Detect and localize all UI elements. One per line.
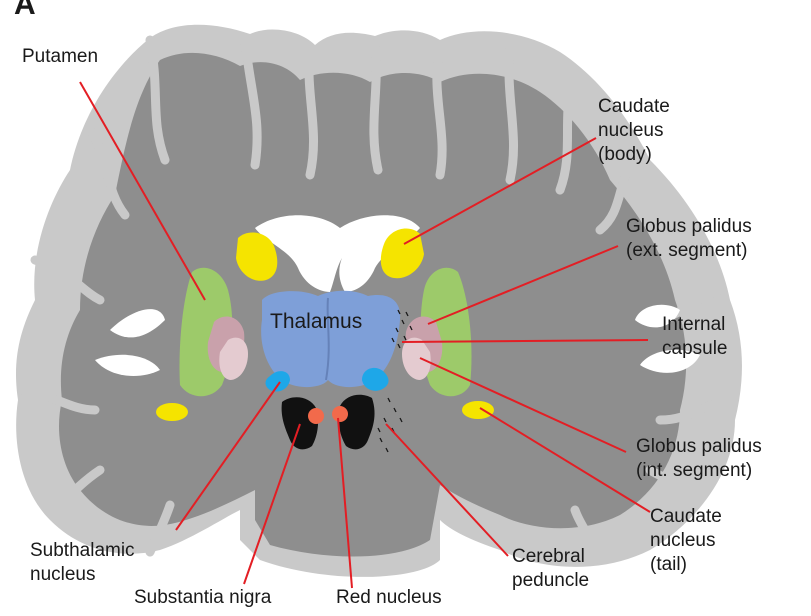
panel-letter: A xyxy=(14,0,36,21)
label-caudate-tail-2: nucleus xyxy=(650,530,716,551)
label-putamen: Putamen xyxy=(22,46,98,67)
label-cerebral-peduncle-1: Cerebral xyxy=(512,546,585,567)
label-gp-ext-1: Globus palidus xyxy=(626,216,752,237)
label-substantia-nigra: Substantia nigra xyxy=(134,587,272,608)
label-caudate-body-2: nucleus xyxy=(598,120,664,141)
label-thalamus: Thalamus xyxy=(270,310,362,333)
label-gp-int-1: Globus palidus xyxy=(636,436,762,457)
label-gp-int-2: (int. segment) xyxy=(636,460,752,481)
red-nucleus-left xyxy=(308,408,324,424)
label-internal-capsule-1: Internal xyxy=(662,314,725,335)
label-caudate-body: Caudate nucleus (body) xyxy=(598,96,675,165)
label-subthalamic-2: nucleus xyxy=(30,564,96,585)
label-subthalamic: Subthalamic nucleus xyxy=(30,540,140,585)
label-caudate-tail-1: Caudate xyxy=(650,506,722,527)
caudate-tail-right xyxy=(462,401,494,419)
red-nucleus-right xyxy=(332,406,348,422)
label-caudate-body-1: Caudate xyxy=(598,96,670,117)
label-caudate-body-3: (body) xyxy=(598,144,652,165)
label-caudate-tail: Caudate nucleus (tail) xyxy=(650,506,727,575)
caudate-tail-left xyxy=(156,403,188,421)
label-red-nucleus: Red nucleus xyxy=(336,587,442,608)
label-cerebral-peduncle: Cerebral peduncle xyxy=(512,546,590,591)
label-subthalamic-1: Subthalamic xyxy=(30,540,135,561)
label-cerebral-peduncle-2: peduncle xyxy=(512,570,589,591)
label-caudate-tail-3: (tail) xyxy=(650,554,687,575)
label-internal-capsule-2: capsule xyxy=(662,338,728,359)
label-gp-ext-2: (ext. segment) xyxy=(626,240,747,261)
